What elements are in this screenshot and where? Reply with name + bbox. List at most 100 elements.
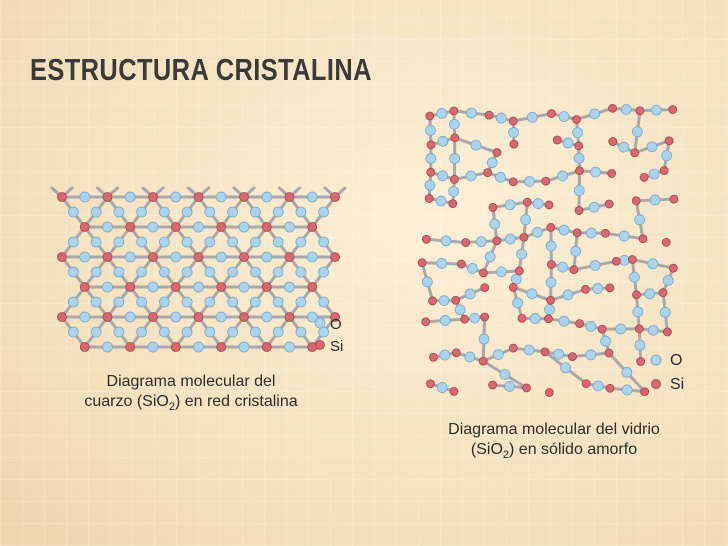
amorphous-caption: Diagrama molecular del vidrio (SiO2) en …: [418, 420, 690, 465]
amorphous-oxygen-atom: [532, 226, 543, 238]
crystal-legend-si-marker: [315, 340, 325, 350]
amorphous-oxygen-atom: [572, 127, 584, 139]
crystal-oxygen-atom: [261, 311, 273, 323]
amorphous-silicon-atom: [634, 324, 644, 334]
amorphous-oxygen-atom: [425, 153, 437, 164]
amorphous-oxygen-atom: [475, 236, 487, 248]
amorphous-silicon-atom: [426, 167, 436, 177]
amorphous-oxygen-atom: [590, 166, 601, 178]
crystal-oxygen-atom: [238, 221, 250, 233]
amorphous-oxygen-atom: [448, 118, 460, 130]
crystal-oxygen-atom: [158, 236, 170, 248]
crystal-oxygen-atom: [136, 206, 148, 218]
amorphous-oxygen-atom: [558, 224, 570, 236]
crystal-oxygen-atom: [227, 266, 239, 278]
crystal-oxygen-atom: [272, 206, 284, 218]
amorphous-oxygen-atom: [439, 349, 451, 361]
amorphous-silicon-atom: [574, 206, 584, 215]
amorphous-silicon-atom: [661, 237, 671, 247]
amorphous-silicon-atom: [575, 319, 585, 329]
crystal-silicon-atom: [193, 312, 204, 322]
amorphous-silicon-atom: [451, 295, 461, 305]
amorphous-oxygen-atom: [464, 351, 476, 363]
amorphous-silicon-atom: [421, 317, 431, 327]
crystal-caption: Diagrama molecular del cuarzo (SiO2) en …: [56, 372, 326, 417]
crystal-oxygen-atom: [124, 251, 136, 263]
amorphous-oxygen-atom: [545, 240, 557, 252]
amorphous-silicon-atom: [484, 110, 494, 120]
crystal-oxygen-atom: [67, 206, 79, 218]
crystal-oxygen-atom: [284, 341, 295, 353]
amorphous-silicon-atom: [601, 228, 610, 238]
amorphous-legend-o-label: O: [670, 352, 683, 369]
crystal-silicon-atom: [170, 342, 181, 352]
amorphous-silicon-atom: [604, 348, 614, 358]
crystal-oxygen-atom: [170, 251, 182, 263]
amorphous-oxygen-atom: [634, 339, 646, 351]
crystal-silicon-atom: [216, 342, 227, 352]
amorphous-caption-line2: (SiO2) en sólido amorfo: [470, 441, 638, 462]
amorphous-legend-o-marker: [650, 354, 662, 366]
amorphous-oxygen-atom: [529, 313, 541, 324]
amorphous-oxygen-atom: [489, 218, 501, 230]
amorphous-oxygen-atom: [615, 323, 627, 335]
crystal-oxygen-atom: [295, 326, 307, 338]
amorphous-silicon-atom: [627, 255, 637, 264]
amorphous-silicon-atom: [522, 383, 531, 393]
amorphous-oxygen-atom: [508, 127, 519, 138]
amorphous-silicon-atom: [450, 133, 460, 143]
amorphous-oxygen-atom: [424, 179, 436, 191]
amorphous-oxygen-atom: [436, 258, 448, 269]
amorphous-oxygen-atom: [512, 297, 524, 309]
crystal-silicon-atom: [216, 222, 227, 232]
crystal-oxygen-atom: [272, 236, 284, 248]
crystal-silicon-atom: [261, 342, 272, 352]
amorphous-silicon-atom: [669, 194, 679, 204]
amorphous-silicon-atom: [509, 139, 519, 149]
amorphous-silicon-atom: [569, 265, 579, 275]
amorphous-silicon-atom: [479, 268, 488, 278]
amorphous-silicon-atom: [546, 295, 555, 305]
crystal-oxygen-atom: [249, 326, 261, 338]
amorphous-silicon-atom: [552, 135, 562, 145]
crystal-oxygen-atom: [113, 236, 125, 248]
amorphous-oxygen-atom: [620, 104, 632, 115]
crystal-silicon-atom: [261, 282, 272, 292]
crystal-silicon-atom: [239, 252, 249, 262]
amorphous-silicon-atom: [508, 282, 518, 292]
amorphous-silicon-atom: [638, 234, 648, 244]
crystal-oxygen-atom: [249, 266, 261, 278]
crystal-oxygen-atom: [227, 206, 239, 218]
crystal-oxygen-atom: [170, 311, 182, 323]
crystal-legend-o-label: O: [330, 316, 342, 333]
amorphous-oxygen-atom: [486, 157, 498, 168]
amorphous-silicon-atom: [517, 313, 527, 323]
crystal-oxygen-atom: [318, 206, 330, 218]
amorphous-silicon-atom: [544, 314, 553, 324]
crystal-oxygen-atom: [249, 206, 261, 218]
crystal-oxygen-atom: [67, 296, 79, 308]
crystal-caption-line1: Diagrama molecular del: [106, 373, 276, 390]
amorphous-silicon-atom: [492, 236, 502, 246]
crystal-oxygen-atom: [158, 266, 170, 278]
amorphous-silicon-atom: [424, 194, 434, 203]
amorphous-oxygen-atom: [573, 185, 585, 196]
amorphous-oxygen-atom: [421, 276, 433, 288]
crystal-silicon-atom: [102, 312, 113, 322]
crystal-oxygen-atom: [193, 341, 204, 353]
crystal-oxygen-atom: [272, 266, 284, 278]
amorphous-oxygen-atom: [532, 198, 544, 209]
crystal-oxygen-atom: [227, 296, 239, 308]
amorphous-silicon-atom: [541, 176, 551, 186]
crystal-oxygen-atom: [136, 266, 148, 278]
crystal-oxygen-atom: [295, 266, 307, 278]
amorphous-oxygen-atom: [437, 170, 449, 182]
crystal-silicon-atom: [125, 342, 136, 352]
crystal-legend-si-label: Si: [330, 338, 344, 355]
amorphous-oxygen-atom: [647, 258, 659, 270]
crystal-oxygen-atom: [79, 311, 91, 323]
amorphous-oxygen-atom: [618, 254, 630, 266]
crystal-oxygen-atom: [181, 296, 193, 308]
crystal-silicon-atom: [193, 252, 204, 262]
crystal-oxygen-atom: [306, 191, 318, 203]
